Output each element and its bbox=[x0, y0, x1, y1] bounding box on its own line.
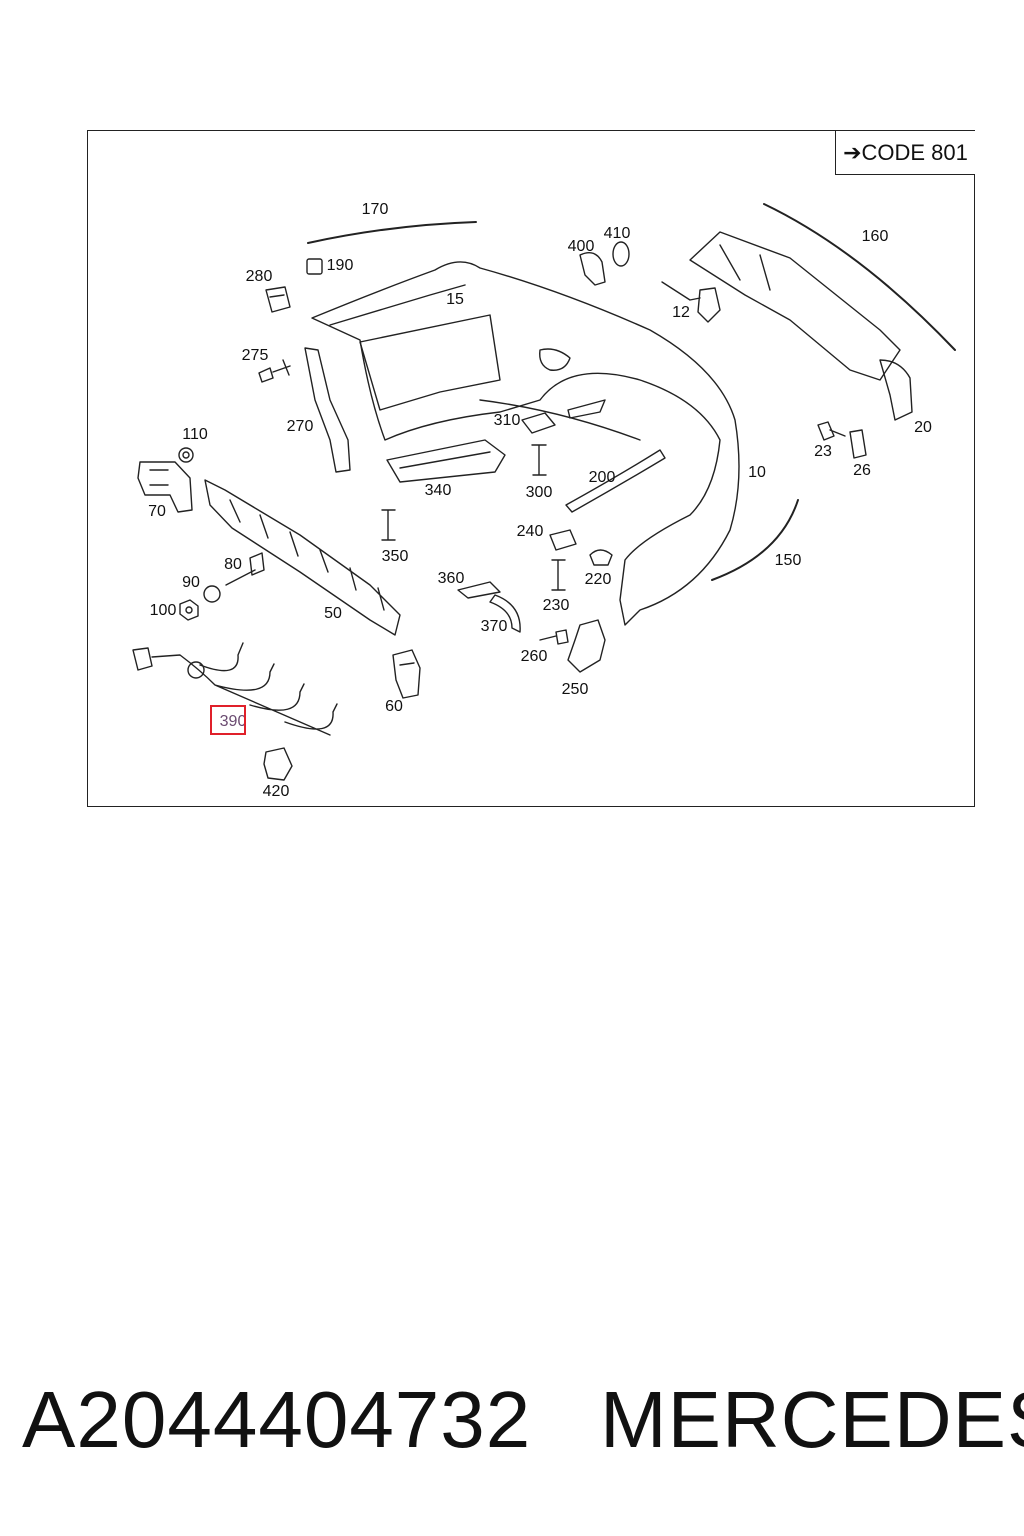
cable-12 bbox=[661, 281, 721, 323]
label-310: 310 bbox=[493, 412, 521, 429]
label-60: 60 bbox=[385, 698, 403, 715]
clip-420 bbox=[263, 747, 293, 781]
trim-150 bbox=[711, 499, 799, 581]
clip-310 bbox=[521, 412, 556, 434]
cover-250 bbox=[567, 619, 606, 673]
bracket-60 bbox=[392, 649, 421, 699]
energy-absorber-50 bbox=[204, 479, 401, 636]
label-350: 350 bbox=[381, 548, 409, 565]
bracket-240 bbox=[549, 529, 577, 551]
label-370: 370 bbox=[480, 618, 508, 635]
brand-name: MERCEDES bbox=[600, 1375, 1024, 1464]
part-number: A2044404732 bbox=[22, 1375, 532, 1464]
diffuser-160 bbox=[689, 231, 901, 381]
label-70: 70 bbox=[148, 503, 166, 520]
label-270: 270 bbox=[286, 418, 314, 435]
bracket-70 bbox=[137, 461, 193, 513]
label-90: 90 bbox=[182, 574, 200, 591]
ring-410 bbox=[612, 241, 630, 267]
rivet-275 bbox=[258, 359, 291, 383]
label-420: 420 bbox=[262, 783, 290, 800]
label-26: 26 bbox=[853, 462, 871, 479]
label-150: 150 bbox=[774, 552, 802, 569]
diagram-frame bbox=[87, 130, 975, 807]
washer-90 bbox=[203, 585, 221, 603]
label-300: 300 bbox=[525, 484, 553, 501]
bracket-270 bbox=[304, 347, 351, 473]
label-15: 15 bbox=[446, 291, 464, 308]
label-410: 410 bbox=[603, 225, 631, 242]
trim-strip-170 bbox=[307, 221, 477, 244]
label-230: 230 bbox=[542, 597, 570, 614]
bracket-280 bbox=[265, 286, 291, 313]
label-240: 240 bbox=[516, 523, 544, 540]
clip-190 bbox=[306, 258, 323, 275]
label-400: 400 bbox=[567, 238, 595, 255]
label-275: 275 bbox=[241, 347, 269, 364]
label-280: 280 bbox=[245, 268, 273, 285]
label-390[interactable]: 390 bbox=[219, 713, 247, 730]
lower-insert-340 bbox=[386, 439, 506, 483]
label-160: 160 bbox=[861, 228, 889, 245]
label-260: 260 bbox=[520, 648, 548, 665]
label-10: 10 bbox=[748, 464, 766, 481]
code-badge: ➔CODE 801 bbox=[835, 131, 975, 175]
panel-370 bbox=[489, 594, 521, 633]
end-cap-20 bbox=[879, 359, 913, 421]
label-23: 23 bbox=[814, 443, 832, 460]
bolt-230 bbox=[551, 559, 566, 591]
clip-26 bbox=[849, 429, 867, 459]
label-12: 12 bbox=[672, 304, 690, 321]
panel-360 bbox=[457, 581, 501, 599]
label-100: 100 bbox=[149, 602, 177, 619]
stud-80 bbox=[225, 552, 265, 586]
screw-23 bbox=[817, 421, 846, 441]
highlight-box-390 bbox=[210, 705, 246, 735]
label-340: 340 bbox=[424, 482, 452, 499]
label-250: 250 bbox=[561, 681, 589, 698]
nut-220 bbox=[589, 549, 613, 566]
label-200: 200 bbox=[588, 469, 616, 486]
label-190: 190 bbox=[326, 257, 354, 274]
bumper-cover-15 bbox=[311, 261, 740, 626]
screw-350 bbox=[381, 509, 396, 541]
label-110: 110 bbox=[182, 426, 208, 443]
label-80: 80 bbox=[224, 556, 242, 573]
nut-100 bbox=[179, 599, 199, 621]
nut-110 bbox=[178, 447, 194, 463]
harness-390 bbox=[132, 642, 338, 736]
label-170: 170 bbox=[361, 201, 389, 218]
label-360: 360 bbox=[437, 570, 465, 587]
label-50: 50 bbox=[324, 605, 342, 622]
label-220: 220 bbox=[584, 571, 612, 588]
label-20: 20 bbox=[914, 419, 932, 436]
pin-260 bbox=[539, 629, 569, 645]
strip-200 bbox=[565, 449, 666, 513]
sensor-400 bbox=[579, 252, 606, 286]
rivet-300 bbox=[531, 444, 547, 476]
